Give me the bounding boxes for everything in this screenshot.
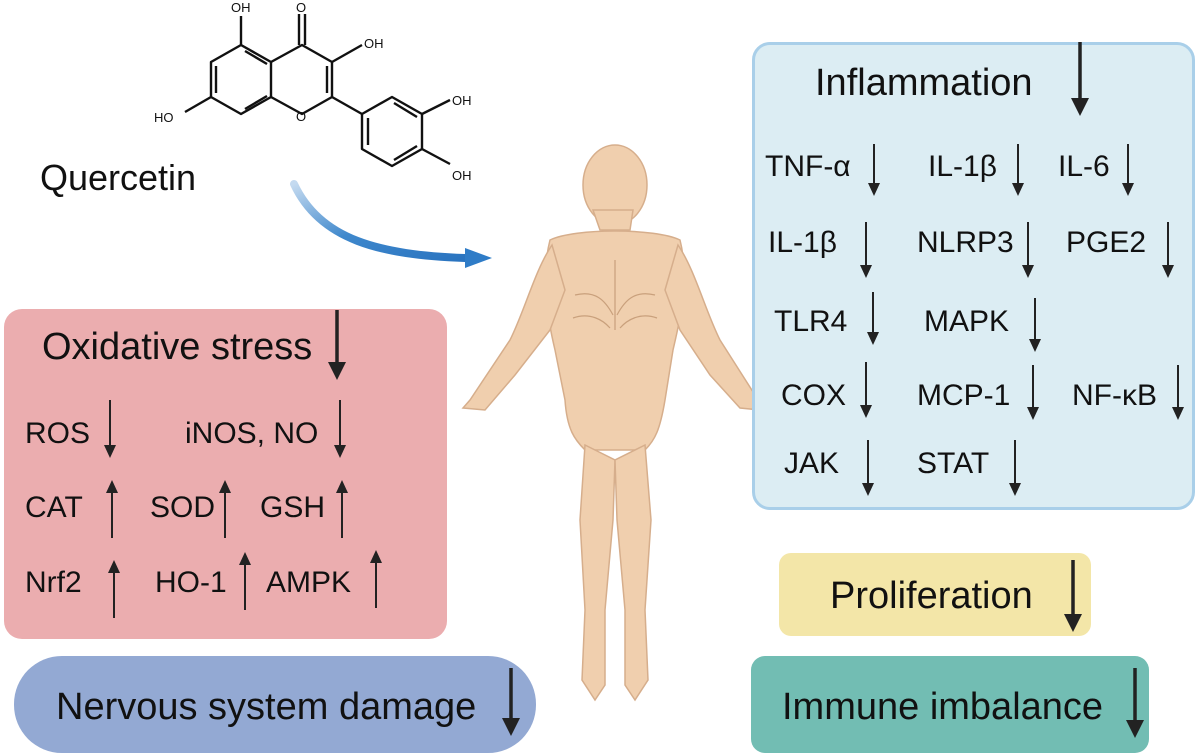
inflammation-marker-label: COX	[781, 379, 847, 412]
down-arrow-icon	[860, 362, 872, 418]
inflammation-marker-label: STAT	[917, 447, 990, 480]
down-arrow-icon	[868, 144, 880, 196]
down-arrow-icon	[860, 222, 872, 278]
nervous-system-title: Nervous system damage	[56, 686, 477, 728]
oxidative-marker-label: CAT	[25, 491, 83, 524]
quercetin-structure: OH O OH HO O OH OH	[154, 0, 472, 183]
proliferation-down-arrow-icon	[1064, 560, 1082, 632]
down-arrow-icon	[1162, 222, 1174, 278]
inflammation-marker-label: JAK	[784, 447, 840, 480]
oxidative-stress-title: Oxidative stress	[42, 326, 313, 368]
inflammation-down-arrow-icon	[1071, 42, 1089, 116]
svg-text:O: O	[296, 0, 306, 15]
curved-arrow-icon	[290, 180, 492, 268]
down-arrow-icon	[862, 440, 874, 496]
oxidative-marker-label: HO-1	[155, 566, 227, 599]
inflammation-title: Inflammation	[815, 62, 1033, 104]
immune-title: Immune imbalance	[782, 686, 1104, 728]
svg-text:O: O	[296, 109, 306, 124]
inflammation-marker-label: NF-κB	[1072, 379, 1157, 412]
oxidative-marker-label: GSH	[260, 491, 326, 524]
down-arrow-icon	[1122, 144, 1134, 196]
up-arrow-icon	[108, 560, 120, 618]
up-arrow-icon	[219, 480, 231, 538]
inflammation-marker-label: IL-1β	[768, 226, 837, 259]
compound-name: Quercetin	[40, 157, 197, 198]
oxidative-stress-panel	[4, 309, 447, 639]
down-arrow-icon	[1029, 298, 1041, 352]
svg-text:OH: OH	[364, 36, 384, 51]
inflammation-marker-label: MCP-1	[917, 379, 1011, 412]
human-body-illustration	[461, 144, 760, 702]
svg-text:OH: OH	[452, 93, 472, 108]
oxidative-marker-label: AMPK	[266, 566, 352, 599]
proliferation-title: Proliferation	[830, 575, 1033, 617]
svg-text:OH: OH	[452, 168, 472, 183]
inflammation-marker-label: TLR4	[774, 305, 848, 338]
inflammation-marker-label: NLRP3	[917, 226, 1014, 259]
inflammation-marker-label: IL-6	[1058, 150, 1110, 183]
up-arrow-icon	[239, 552, 251, 610]
inflammation-panel	[752, 42, 1195, 510]
up-arrow-icon	[336, 480, 348, 538]
svg-text:OH: OH	[231, 0, 251, 15]
inflammation-marker-label: TNF-α	[765, 150, 851, 183]
down-arrow-icon	[334, 400, 346, 458]
down-arrow-icon	[1172, 365, 1184, 420]
inflammation-marker-label: PGE2	[1066, 226, 1147, 259]
down-arrow-icon	[1009, 440, 1021, 496]
down-arrow-icon	[1012, 144, 1024, 196]
up-arrow-icon	[370, 550, 382, 608]
oxidative-marker-label: ROS	[25, 417, 91, 450]
oxidative-marker-label: iNOS, NO	[185, 417, 319, 450]
oxidative-down-arrow-icon	[328, 310, 346, 380]
up-arrow-icon	[106, 480, 118, 538]
down-arrow-icon	[1027, 365, 1039, 420]
svg-text:HO: HO	[154, 110, 174, 125]
nervous-down-arrow-icon	[502, 668, 520, 736]
immune-panel	[751, 656, 1149, 753]
oxidative-marker-label: Nrf2	[25, 566, 82, 599]
inflammation-marker-label: MAPK	[924, 305, 1010, 338]
inflammation-marker-label: IL-1β	[928, 150, 997, 183]
down-arrow-icon	[104, 400, 116, 458]
immune-down-arrow-icon	[1126, 668, 1144, 738]
oxidative-marker-label: SOD	[150, 491, 216, 524]
down-arrow-icon	[1022, 222, 1034, 278]
nervous-system-panel	[14, 656, 536, 753]
down-arrow-icon	[867, 292, 879, 345]
proliferation-panel	[779, 553, 1091, 636]
